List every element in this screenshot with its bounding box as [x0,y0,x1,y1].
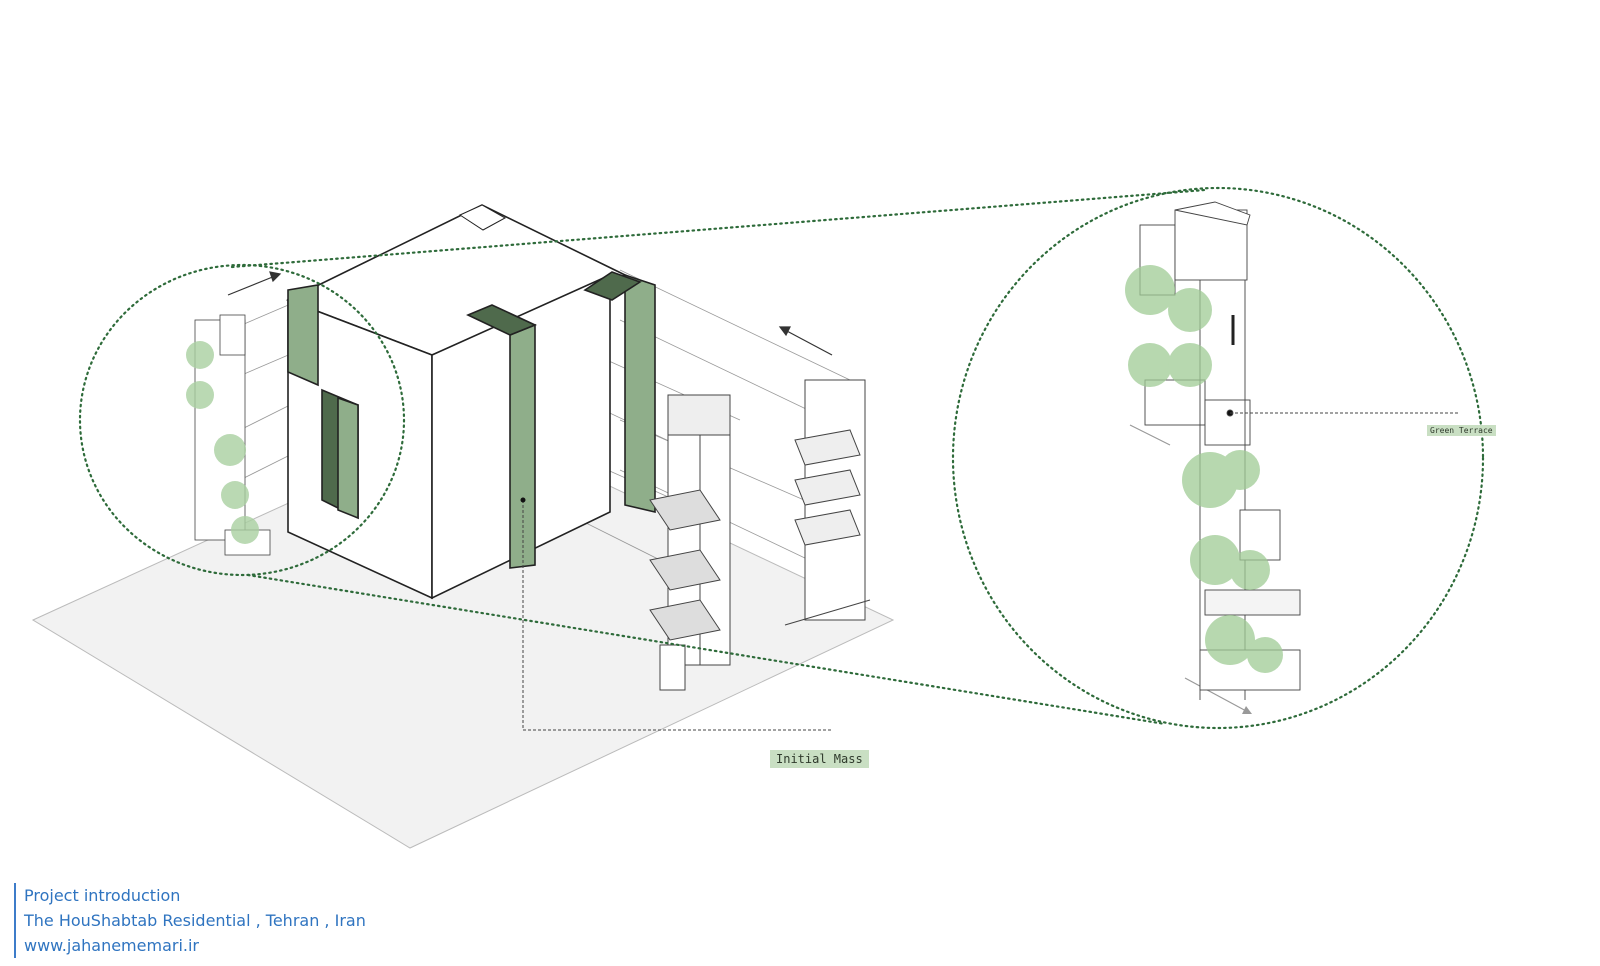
left-tower-detail [186,314,271,556]
right-tower-detail [1125,201,1301,700]
caption-project: The HouShabtab Residential , Tehran , Ir… [24,911,366,930]
right-callout-ellipse [951,186,1485,730]
stair-core-elements [649,379,871,691]
leader-dot [520,497,526,503]
caption-website: www.jahanememari.ir [24,936,200,955]
green-terrace-label: Green Terrace [1427,425,1496,436]
tree-foliage [1125,265,1283,673]
leader-lines [522,412,1460,731]
project-caption: Project introduction The HouShabtab Resi… [14,883,366,958]
arrows [227,271,1252,714]
zoom-callout [78,186,1485,730]
left-callout-ellipse [78,263,406,577]
green-void-right [624,273,656,514]
initial-mass-label: Initial Mass [770,750,869,768]
caption-title: Project introduction [24,886,181,905]
green-void-left [287,284,319,387]
